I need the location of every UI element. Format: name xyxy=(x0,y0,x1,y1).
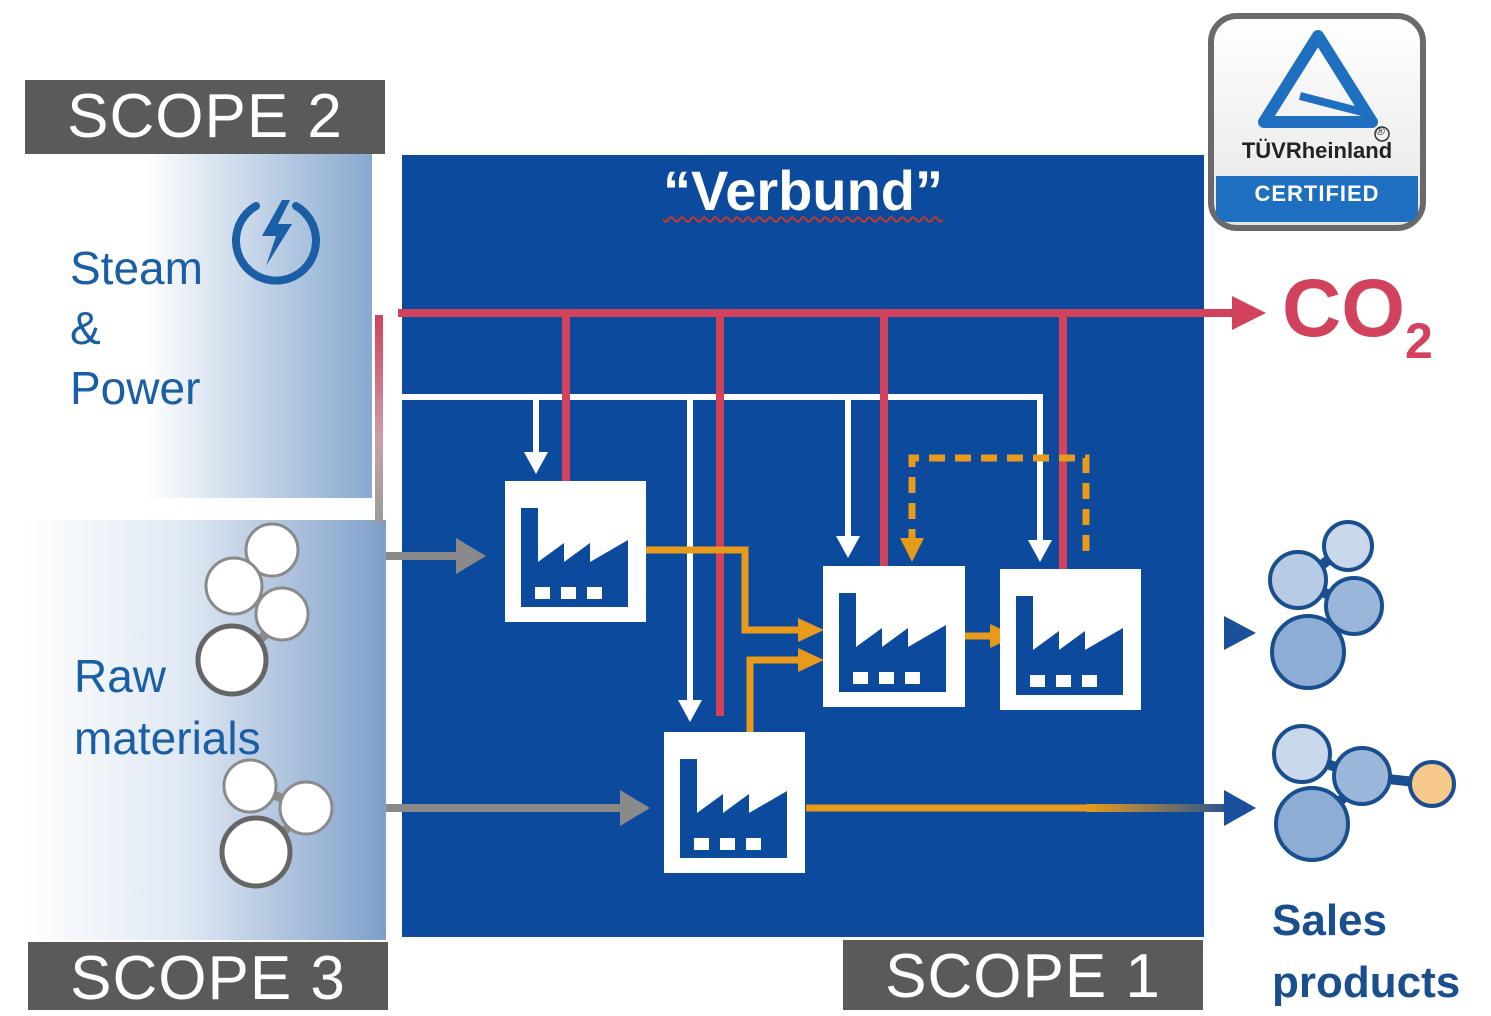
factory-icon xyxy=(680,759,787,858)
supply-arrow xyxy=(1028,540,1052,562)
molecule-icon xyxy=(195,522,310,697)
tuv-registered-mark: ® xyxy=(1376,124,1385,138)
tuv-brand-text: TÜVRheinland xyxy=(1241,138,1393,163)
steam-drop-line xyxy=(375,315,383,523)
verbund-title-text: “Verbund” xyxy=(662,159,944,222)
scope-3-label: SCOPE 3 xyxy=(28,942,388,1013)
raw-arrow-1-head xyxy=(456,538,486,574)
factory-icon xyxy=(1016,596,1123,695)
plant-a xyxy=(505,481,646,622)
plant-d xyxy=(1000,569,1141,710)
tuv-badge xyxy=(1208,13,1426,231)
factory-icon xyxy=(839,593,946,692)
supply-network xyxy=(402,394,1043,712)
molecule-icon xyxy=(1268,520,1384,690)
output-flow-2 xyxy=(1086,804,1236,812)
raw-label: Raw xyxy=(74,650,167,702)
sales-label: Sales xyxy=(1272,896,1387,945)
scope-3-panel xyxy=(22,520,386,940)
steam-label: Steam xyxy=(70,242,203,294)
tuv-certified-text: CERTIFIED xyxy=(1254,181,1380,206)
supply-arrowheads xyxy=(524,452,1052,722)
molecule-icon xyxy=(219,758,334,889)
co2-subscript: 2 xyxy=(1405,313,1433,369)
tuv-triangle-icon xyxy=(1258,30,1378,128)
intermediate-flows xyxy=(646,454,1090,812)
co2-main-text: CO xyxy=(1282,263,1405,354)
raw-arrow-2-head xyxy=(620,790,650,826)
scope-2-label: SCOPE 2 xyxy=(25,80,385,154)
co2-lines xyxy=(398,309,1240,716)
plant-b xyxy=(664,732,805,873)
verbund-title: “Verbund” xyxy=(400,158,1206,223)
factory-icon xyxy=(521,508,628,607)
supply-arrow xyxy=(678,700,702,722)
supply-arrow xyxy=(836,536,860,558)
power-label: Power xyxy=(70,362,201,414)
power-icon xyxy=(232,200,320,285)
molecule-icon xyxy=(1272,724,1456,862)
output-arrow-2 xyxy=(1224,790,1256,826)
plant-c xyxy=(823,566,965,707)
co2-label: CO2 xyxy=(1282,262,1433,370)
scope-1-label: SCOPE 1 xyxy=(843,940,1203,1011)
scope-2-panel xyxy=(22,150,372,498)
co2-arrow xyxy=(1232,296,1266,330)
products-label: products xyxy=(1272,958,1461,1007)
materials-label: materials xyxy=(74,712,261,764)
ampersand-label: & xyxy=(70,302,101,354)
supply-arrow xyxy=(524,452,548,474)
output-arrow-1 xyxy=(1224,616,1256,650)
